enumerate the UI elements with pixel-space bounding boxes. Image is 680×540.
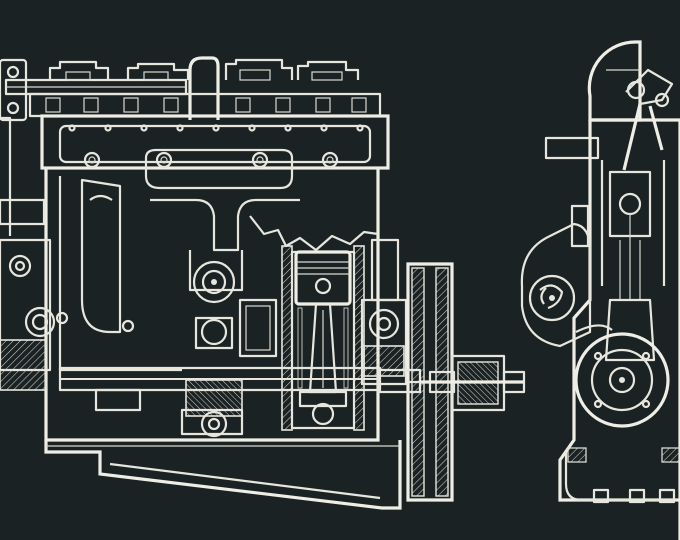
timing-gear-case [0,116,56,391]
water-pump [520,204,592,348]
camshaft-stub [544,136,600,160]
cylinder-block [44,168,380,442]
end-elevation-view [520,40,680,540]
rear-bearing [360,238,408,386]
side-elevation-view [0,56,526,510]
valve-gear-row [28,92,382,118]
crank-pulley [574,324,670,428]
output-shaft [376,354,526,412]
rocker-covers [48,56,360,120]
timing-cover [587,40,642,122]
cylinder-section [281,245,365,431]
cylinder-head [40,114,390,190]
end-sump [564,447,680,504]
rocker-shaft [0,58,188,122]
crankshaft [58,298,382,438]
oil-sump [44,440,402,510]
rocker-arm [622,68,674,171]
